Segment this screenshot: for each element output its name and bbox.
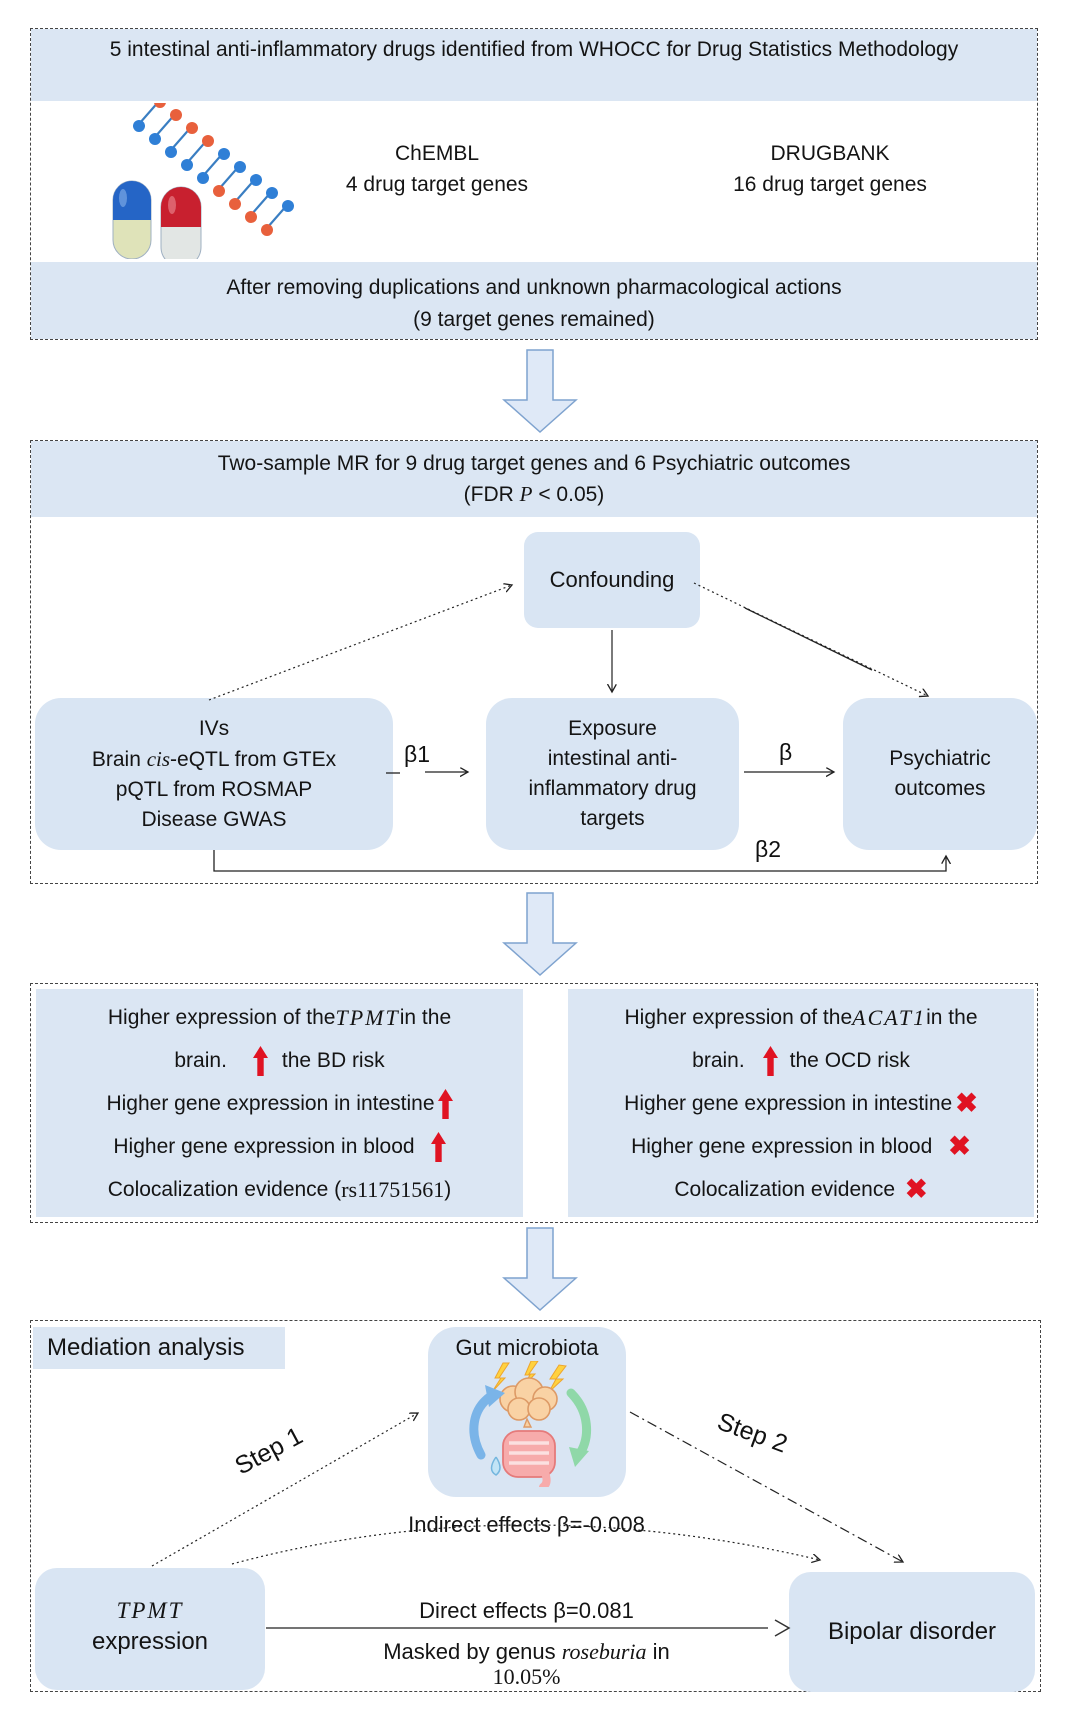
acat1-result-panel: Higher expression of the ACAT1 in the br… bbox=[568, 989, 1034, 1217]
acat1-line3: Higher gene expression in intestine ✖ bbox=[624, 1088, 978, 1118]
tpmt-result-panel: Higher expression of the TPMT in the bra… bbox=[36, 989, 523, 1217]
tpmt-expression-label: expression bbox=[91, 1628, 209, 1655]
tpmt-gene-name: TPMT bbox=[335, 1004, 400, 1030]
section1-footer-band: After removing duplications and unknown … bbox=[31, 262, 1037, 339]
gut-microbiota-node: Gut microbiota bbox=[428, 1327, 626, 1497]
acat1-line1: Higher expression of the ACAT1 in the bbox=[624, 1004, 978, 1030]
section2-header-line2: (FDR P < 0.05) bbox=[463, 482, 605, 506]
beta-label: β bbox=[779, 739, 793, 765]
masked-percent: 10.05% bbox=[492, 1664, 561, 1689]
exposure-line1: Exposure bbox=[568, 717, 657, 740]
acat1-line4: Higher gene expression in blood ✖ bbox=[631, 1131, 971, 1161]
cis-term: cis bbox=[146, 746, 171, 771]
section2-header-band: Two-sample MR for 9 drug target genes an… bbox=[31, 441, 1037, 517]
ivs-line1: IVs bbox=[198, 716, 230, 740]
section1-header-text: 5 intestinal anti-inflammatory drugs ide… bbox=[109, 38, 959, 61]
exposure-line3: inflammatory drug bbox=[528, 777, 697, 800]
bipolar-disorder-node: Bipolar disorder bbox=[789, 1572, 1035, 1692]
outcomes-line1: Psychiatric bbox=[889, 747, 991, 770]
tpmt-line3: Higher gene expression in intestine bbox=[36, 1082, 523, 1125]
chembl-block: ChEMBL 4 drug target genes bbox=[277, 138, 597, 200]
exposure-line4: targets bbox=[580, 807, 645, 830]
cross-icon: ✖ bbox=[905, 1174, 928, 1204]
chembl-name: ChEMBL bbox=[394, 142, 480, 165]
mediation-label-band: Mediation analysis bbox=[33, 1327, 285, 1369]
tpmt-line5: Colocalization evidence (rs11751561) bbox=[107, 1176, 452, 1202]
section2-header-line1: Two-sample MR for 9 drug target genes an… bbox=[217, 452, 851, 475]
chembl-genes: 4 drug target genes bbox=[345, 173, 529, 196]
up-arrow-icon bbox=[252, 1045, 268, 1076]
ivs-line2: Brain cis-eQTL from GTEx bbox=[91, 746, 337, 771]
tpmt-line2: brain. the BD risk bbox=[36, 1039, 523, 1082]
section1-header-band: 5 intestinal anti-inflammatory drugs ide… bbox=[31, 29, 1037, 101]
tpmt-line4: Higher gene expression in blood bbox=[36, 1125, 523, 1168]
beta2-label: β2 bbox=[755, 836, 782, 862]
up-arrow-icon bbox=[762, 1045, 778, 1076]
gut-microbiota-label: Gut microbiota bbox=[455, 1335, 599, 1360]
confounding-node: Confounding bbox=[524, 532, 700, 628]
confounding-label: Confounding bbox=[549, 567, 675, 592]
beta1-label: β1 bbox=[404, 741, 431, 767]
bipolar-disorder-label: Bipolar disorder bbox=[827, 1618, 997, 1645]
ivs-line3: pQTL from ROSMAP bbox=[115, 777, 313, 801]
direct-effects-text: Direct effects β=0.081 bbox=[419, 1598, 634, 1623]
drugbank-name: DRUGBANK bbox=[770, 142, 890, 165]
section1-footer-line2: (9 target genes remained) bbox=[413, 308, 655, 331]
drugbank-block: DRUGBANK 16 drug target genes bbox=[670, 138, 990, 200]
section1-footer-line1: After removing duplications and unknown … bbox=[226, 276, 842, 299]
outcomes-node: Psychiatric outcomes bbox=[843, 698, 1037, 850]
ivs-node: IVs Brain cis-eQTL from GTEx pQTL from R… bbox=[35, 698, 393, 850]
indirect-effects-text: Indirect effects β=-0.008 bbox=[408, 1512, 645, 1537]
cross-icon: ✖ bbox=[955, 1088, 978, 1118]
acat1-line2: brain. the OCD risk bbox=[568, 1039, 1034, 1082]
cross-icon: ✖ bbox=[948, 1131, 971, 1161]
exposure-line2: intestinal anti- bbox=[547, 747, 678, 770]
fdr-p-symbol: P bbox=[519, 482, 533, 506]
drugbank-genes: 16 drug target genes bbox=[733, 173, 927, 196]
mediation-label: Mediation analysis bbox=[47, 1334, 245, 1361]
tpmt-expression-gene: TPMT bbox=[116, 1598, 184, 1623]
up-arrow-icon bbox=[437, 1088, 453, 1119]
tpmt-expression-node: TPMT expression bbox=[35, 1568, 265, 1690]
roseburia-genus: roseburia bbox=[561, 1639, 647, 1664]
ivs-line4: Disease GWAS bbox=[141, 807, 287, 831]
gut-microbiota-icon bbox=[469, 1361, 592, 1487]
tpmt-line1: Higher expression of the TPMT in the bbox=[107, 1004, 452, 1030]
acat1-line5: Colocalization evidence ✖ bbox=[674, 1174, 928, 1204]
outcomes-line2: outcomes bbox=[894, 777, 986, 800]
exposure-node: Exposure intestinal anti- inflammatory d… bbox=[486, 698, 739, 850]
acat1-gene-name: ACAT1 bbox=[852, 1004, 927, 1030]
up-arrow-icon bbox=[430, 1131, 446, 1162]
snp-id: rs11751561 bbox=[341, 1176, 445, 1202]
masked-text: Masked by genus roseburia in bbox=[383, 1639, 670, 1664]
